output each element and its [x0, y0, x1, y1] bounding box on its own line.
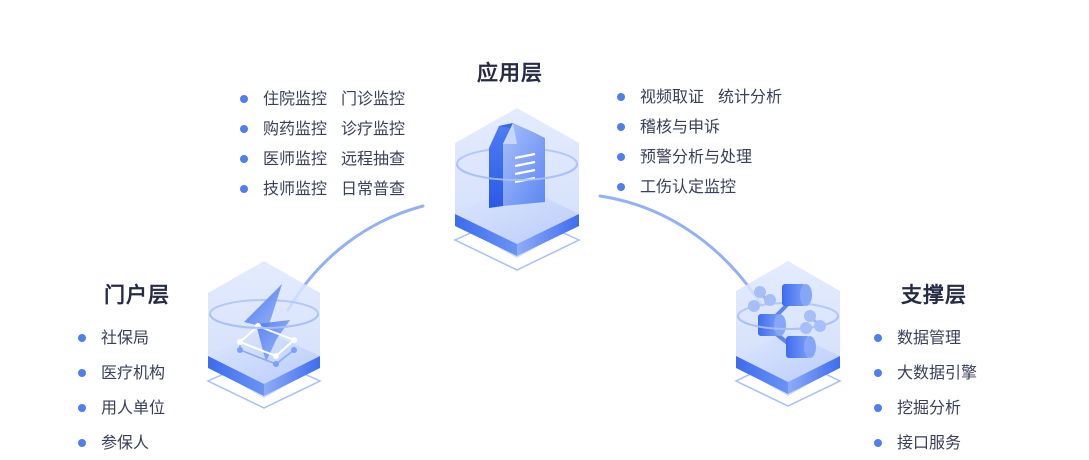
- list-item: 用人单位: [78, 390, 165, 425]
- list-item: 接口服务: [874, 425, 977, 460]
- bullet-icon: [78, 439, 86, 447]
- item-text: 诊疗监控: [341, 119, 406, 138]
- item-text: 视频取证: [640, 87, 705, 106]
- item-text: 医疗机构: [101, 363, 166, 382]
- item-text: 接口服务: [897, 433, 962, 452]
- list-item: 稽核与申诉: [617, 112, 782, 142]
- list-item: 住院监控门诊监控: [240, 84, 405, 114]
- lightning-cube-icon: [206, 261, 322, 409]
- bullet-icon: [874, 404, 882, 412]
- item-text: 参保人: [101, 433, 150, 452]
- list-item: 参保人: [78, 425, 165, 460]
- bullet-icon: [874, 439, 882, 447]
- bullet-icon: [240, 185, 248, 193]
- bullet-icon: [617, 93, 625, 101]
- list-item: 技师监控日常普查: [240, 174, 405, 204]
- bullet-icon: [78, 404, 86, 412]
- item-text: 远程抽查: [341, 149, 406, 168]
- item-text: 稽核与申诉: [640, 117, 721, 136]
- support-layer-title: 支撑层: [901, 283, 967, 307]
- bullet-icon: [874, 369, 882, 377]
- item-text: 技师监控: [263, 179, 328, 198]
- item-text: 数据管理: [897, 328, 962, 347]
- database-cube-icon: [734, 261, 842, 407]
- item-text: 统计分析: [718, 87, 783, 106]
- item-text: 挖掘分析: [897, 398, 962, 417]
- bullet-icon: [617, 183, 625, 191]
- item-text: 工伤认定监控: [640, 177, 737, 196]
- portal-layer-title: 门户层: [104, 283, 170, 307]
- list-item: 医师监控远程抽查: [240, 144, 405, 174]
- list-item: 视频取证统计分析: [617, 82, 782, 112]
- bullet-icon: [78, 369, 86, 377]
- list-item: 大数据引擎: [874, 355, 977, 390]
- item-text: 社保局: [101, 328, 150, 347]
- bullet-icon: [240, 155, 248, 163]
- portal-list: 社保局 医疗机构 用人单位 参保人: [78, 320, 165, 460]
- list-item: 数据管理: [874, 320, 977, 355]
- document-cube-icon: [453, 108, 581, 271]
- bullet-icon: [617, 153, 625, 161]
- application-left-list: 住院监控门诊监控 购药监控诊疗监控 医师监控远程抽查 技师监控日常普查: [240, 84, 405, 204]
- bullet-icon: [874, 334, 882, 342]
- connector-arc-right: [598, 194, 764, 308]
- application-layer-title: 应用层: [477, 61, 543, 85]
- bullet-icon: [78, 334, 86, 342]
- list-item: 购药监控诊疗监控: [240, 114, 405, 144]
- item-text: 住院监控: [263, 89, 328, 108]
- list-item: 挖掘分析: [874, 390, 977, 425]
- item-text: 预警分析与处理: [640, 147, 753, 166]
- item-text: 门诊监控: [341, 89, 406, 108]
- bullet-icon: [240, 95, 248, 103]
- list-item: 医疗机构: [78, 355, 165, 390]
- item-text: 医师监控: [263, 149, 328, 168]
- support-list: 数据管理 大数据引擎 挖掘分析 接口服务: [874, 320, 977, 460]
- item-text: 日常普查: [341, 179, 406, 198]
- list-item: 工伤认定监控: [617, 172, 782, 202]
- item-text: 用人单位: [101, 398, 166, 417]
- list-item: 社保局: [78, 320, 165, 355]
- bullet-icon: [617, 123, 625, 131]
- application-right-list: 视频取证统计分析 稽核与申诉 预警分析与处理 工伤认定监控: [617, 82, 782, 202]
- item-text: 大数据引擎: [897, 363, 978, 382]
- item-text: 购药监控: [263, 119, 328, 138]
- bullet-icon: [240, 125, 248, 133]
- list-item: 预警分析与处理: [617, 142, 782, 172]
